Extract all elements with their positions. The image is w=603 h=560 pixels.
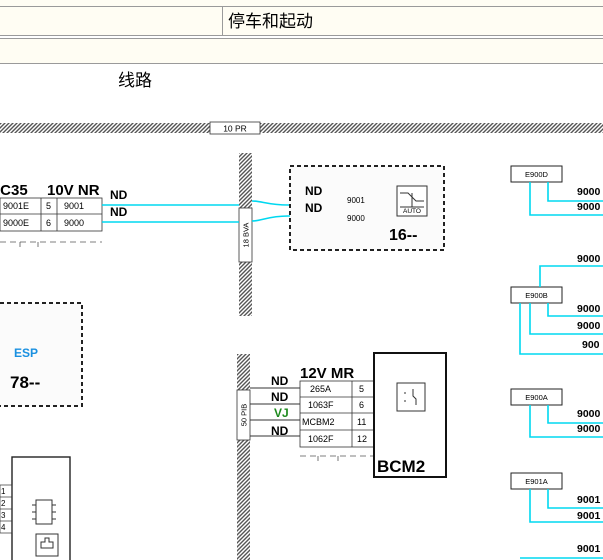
module16-nd-1: ND	[305, 184, 323, 198]
node-e900d-label: E900D	[525, 170, 549, 179]
harness-50-bar	[237, 354, 250, 560]
c35-code-2: 9000E	[3, 218, 29, 228]
bcm-wire-3: MCBM2	[302, 417, 335, 427]
node-e900a-box	[510, 388, 563, 406]
bcm-signal-1: ND	[271, 374, 289, 388]
bcm2-box	[373, 352, 447, 478]
module16-nd-2: ND	[305, 201, 323, 215]
left-module-pins	[0, 484, 13, 534]
c35-pin-1: 5	[46, 201, 51, 211]
bcm-signal-4: ND	[271, 424, 289, 438]
c35-bracket	[0, 241, 102, 247]
header-title-row	[0, 6, 603, 36]
bcm-signal-3: VJ	[274, 406, 289, 420]
left-pin-2: 2	[1, 499, 6, 508]
harness-50-label-box	[236, 389, 251, 441]
module16-wire-1: 9001	[347, 196, 365, 205]
page-title: 停车和起动	[228, 12, 313, 32]
bcm-wire-1: 265A	[310, 384, 331, 394]
bcm-pin-2: 6	[359, 400, 364, 410]
harness-bar	[0, 123, 603, 133]
node-e900d-box	[510, 165, 563, 183]
node-e900b-wire-3: 9000	[577, 320, 601, 332]
bcm-wire-4: 1062F	[308, 434, 334, 444]
harness-18-label: 18 BVA	[242, 223, 251, 248]
module16-wire-2: 9000	[347, 214, 365, 223]
auto-switch-icon: AUTO	[396, 185, 428, 217]
node-e900d-wire-2: 9000	[577, 201, 601, 213]
bcm-pin-1: 5	[359, 384, 364, 394]
node-e901a-box	[510, 472, 563, 490]
section-title: 线路	[118, 71, 152, 91]
c35-pin-2: 6	[46, 218, 51, 228]
esp-number: 78--	[10, 373, 40, 392]
harness-label-box	[209, 121, 261, 135]
c35-nd-2: ND	[110, 205, 128, 219]
bcm-connector: 12V MR	[300, 365, 354, 382]
node-e900b-wire-1: 9000	[577, 253, 601, 265]
node-e901a-wire-2: 9001	[577, 510, 601, 522]
node-e900b-wire-4: 900	[582, 339, 600, 351]
c35-table	[0, 197, 103, 232]
c35-code-1: 9001E	[3, 201, 29, 211]
node-e901a-wire-1: 9001	[577, 494, 601, 506]
bcm-wire-2: 1063F	[308, 400, 334, 410]
node-e900b-box	[510, 286, 563, 304]
bcm2-label: BCM2	[377, 457, 425, 476]
node-e900a-wire-2: 9000	[577, 423, 601, 435]
module16-number: 16--	[389, 227, 417, 244]
c35-wire-2: 9000	[64, 218, 84, 228]
c35-wire-1: 9001	[64, 201, 84, 211]
harness-18-label-box	[238, 207, 253, 263]
node-e900d-wire-1: 9000	[577, 186, 601, 198]
relay-icon	[396, 382, 426, 412]
bcm-wires	[250, 387, 300, 437]
c35-connector: 10V NR	[47, 182, 100, 199]
node-e901a-label: E901A	[525, 477, 548, 486]
node-e900a-label: E900A	[525, 393, 548, 402]
wire-group-c35	[102, 200, 360, 223]
bcm-pin-3: 11	[357, 417, 366, 427]
header-divider	[222, 7, 223, 35]
harness-50-label: 50 PIB	[240, 404, 249, 427]
esp-box	[0, 302, 83, 407]
left-pin-3: 3	[1, 511, 6, 520]
node-e900b-label: E900B	[525, 291, 548, 300]
left-pin-4: 4	[1, 523, 6, 532]
esp-label: ESP	[14, 346, 38, 360]
left-pin-1: 1	[1, 487, 6, 496]
bcm-signal-2: ND	[271, 390, 289, 404]
splice-nodes: E900D 9000 9000 E900B 9000 9000 9000 900…	[510, 165, 603, 559]
plug-icon	[35, 533, 59, 557]
bcm-pin-4: 12	[357, 434, 367, 444]
c35-nd-1: ND	[110, 188, 128, 202]
c35-title: IC35	[0, 182, 28, 199]
harness-label: 10 PR	[223, 124, 247, 134]
auto-label: AUTO	[403, 208, 421, 215]
node-e900a-wire-1: 9000	[577, 408, 601, 420]
chip-icon	[32, 499, 56, 525]
header-band	[0, 38, 603, 64]
node-e901a-wire-3: 9001	[577, 543, 601, 555]
node-e900b-wire-2: 9000	[577, 303, 601, 315]
bcm-bracket	[300, 455, 374, 461]
